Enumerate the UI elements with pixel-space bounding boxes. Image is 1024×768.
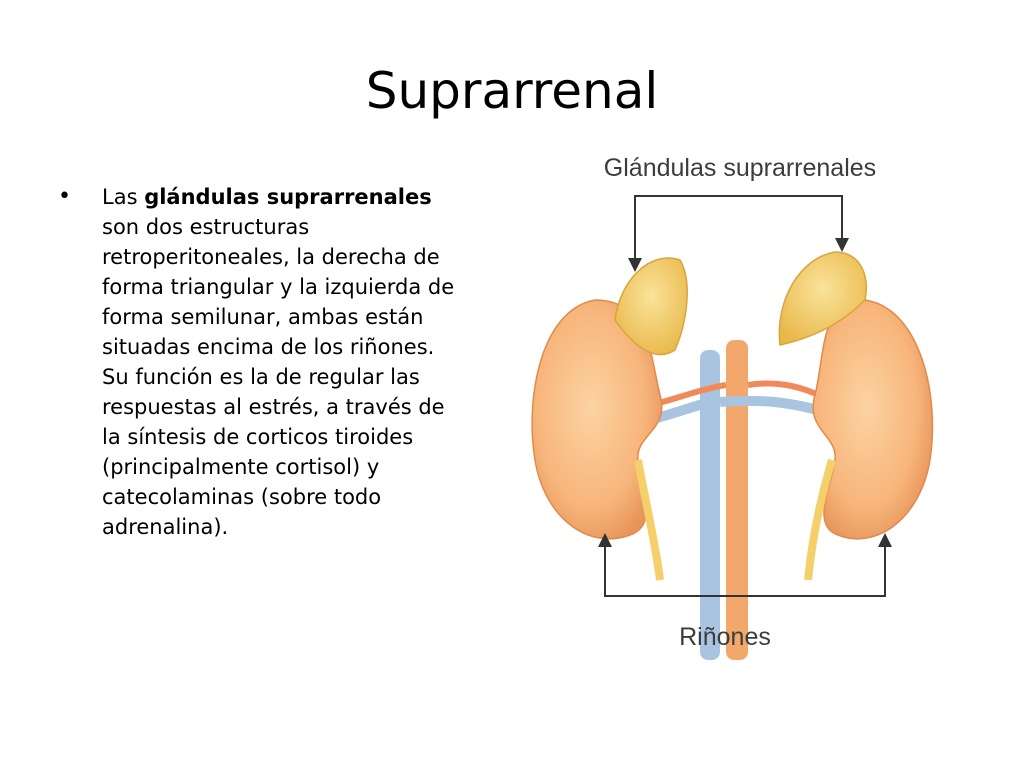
slide-title: Suprarrenal: [365, 62, 659, 120]
bullet-text-part2: son dos estructuras retroperitoneales, l…: [102, 215, 455, 539]
right-ureter: [804, 458, 836, 581]
label-adrenal-glands: Glándulas suprarrenales: [604, 154, 876, 182]
bottom-arrow-line: [604, 533, 892, 597]
kidney-diagram: Glándulas suprarrenales Riñones: [520, 140, 960, 660]
aorta: [726, 340, 748, 660]
left-adrenal-gland: [614, 257, 688, 356]
bullet-text-part1: Las: [102, 185, 145, 209]
right-kidney: [812, 299, 934, 540]
bullet-dot-icon: •: [58, 184, 71, 209]
vena-cava: [700, 350, 720, 660]
bullet-item: • Las glándulas suprarrenales son dos es…: [58, 182, 458, 542]
kidney-diagram-svg: Glándulas suprarrenales Riñones: [531, 154, 934, 660]
bullet-text-bold: glándulas suprarrenales: [144, 185, 432, 209]
bullet-text: Las glándulas suprarrenales son dos estr…: [102, 185, 454, 539]
renal-artery-right: [747, 380, 827, 401]
left-ureter: [634, 459, 664, 581]
left-kidney: [531, 299, 663, 540]
label-kidneys: Riñones: [679, 623, 771, 651]
bullet-list: • Las glándulas suprarrenales son dos es…: [58, 182, 458, 542]
right-adrenal-gland: [778, 251, 867, 346]
top-arrow-bracket: [634, 195, 849, 265]
